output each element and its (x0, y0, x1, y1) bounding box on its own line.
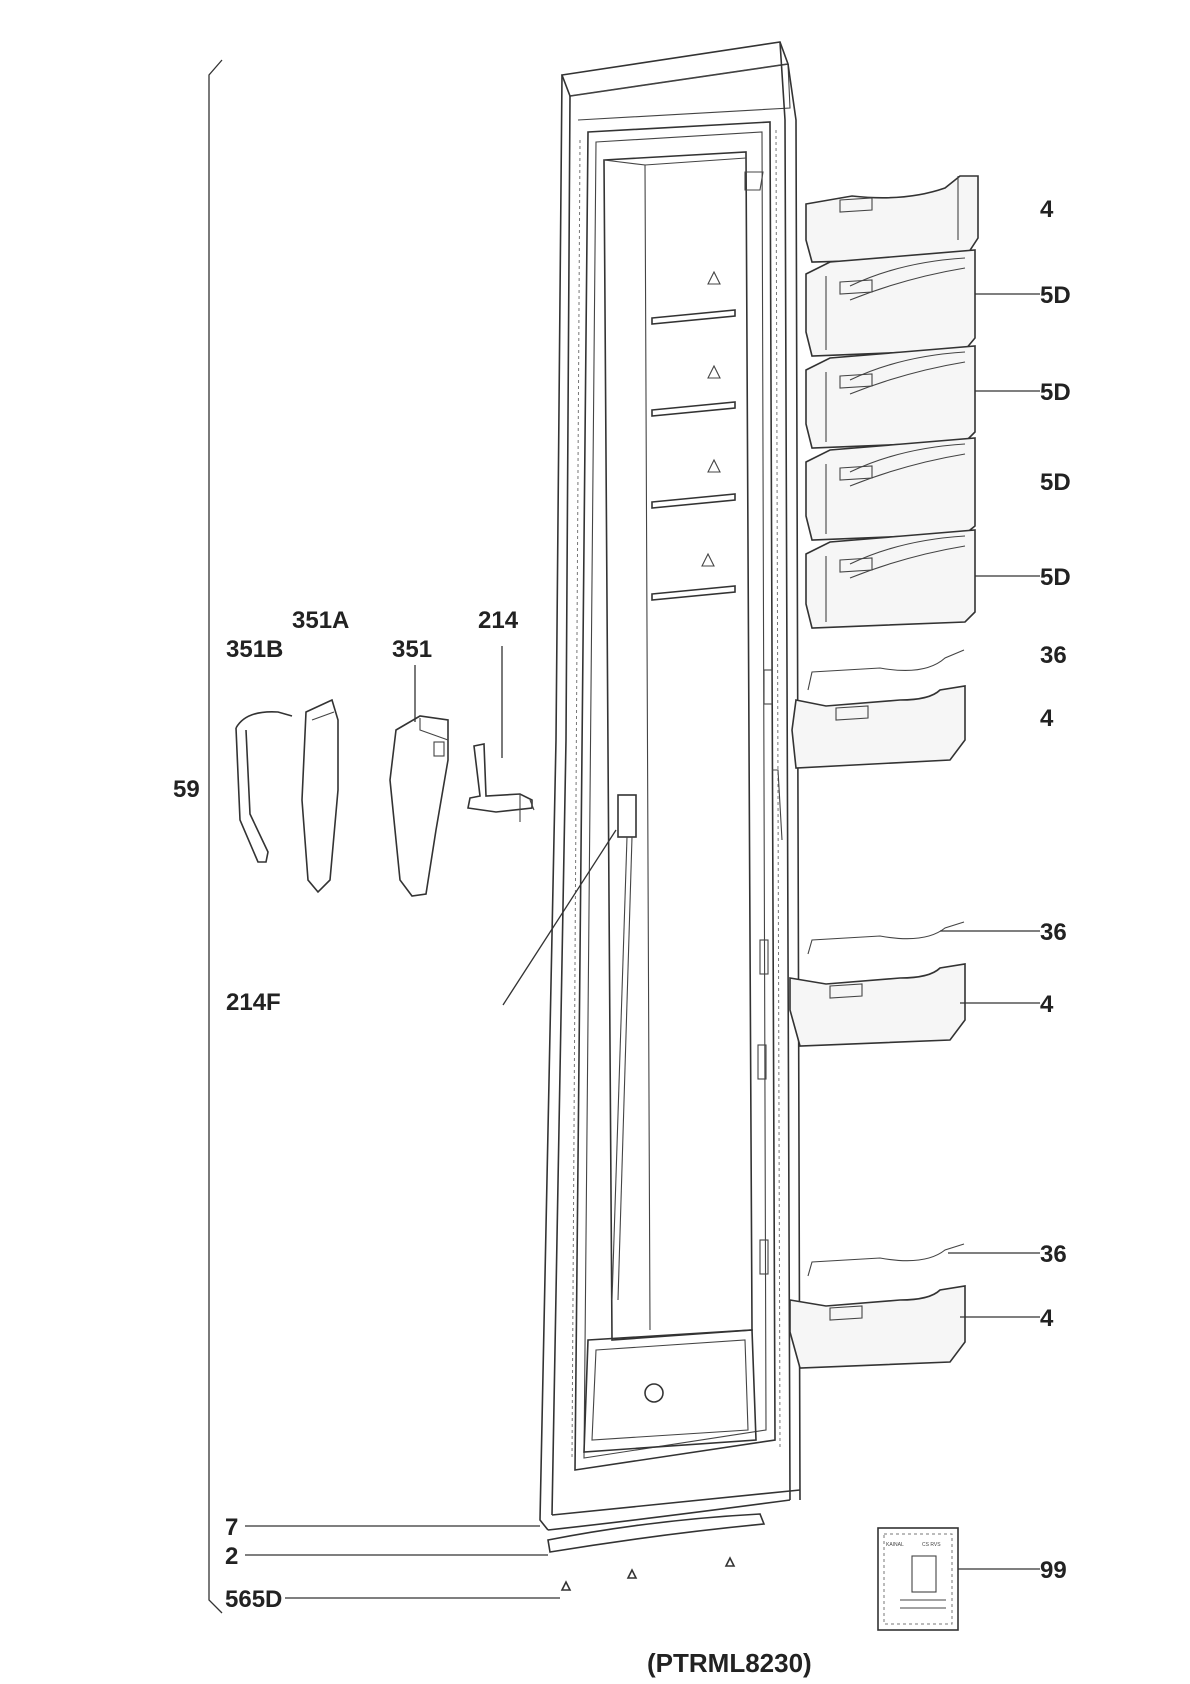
bin-5d-4 (805, 529, 976, 629)
bin-36-4-b (789, 921, 966, 1047)
handle-cover-351b (235, 711, 293, 863)
bin-36-4-c (789, 1243, 966, 1369)
label-565d: 565D (225, 1586, 282, 1613)
label-36-1: 36 (1040, 642, 1067, 669)
bin-5d-3 (805, 437, 976, 541)
label-4-top: 4 (1040, 196, 1054, 223)
screws-565d (560, 1556, 736, 1591)
door-frame (539, 41, 801, 1531)
door-shelf-rails (651, 270, 736, 601)
label-7: 7 (225, 1514, 238, 1541)
label-5d-1: 5D (1040, 282, 1071, 309)
handle-351a (301, 698, 339, 894)
label-sheet-text-left: KAINAL (886, 1542, 904, 1548)
label-2: 2 (225, 1543, 238, 1570)
bottom-trim-2 (547, 1513, 766, 1553)
label-5d-4: 5D (1040, 564, 1071, 591)
model-code: (PTRML8230) (647, 1648, 812, 1678)
door-side-slots (757, 669, 783, 1275)
label-sheet-text-right: CS RVS (922, 1542, 941, 1548)
label-36-2: 36 (1040, 919, 1067, 946)
label-4-2: 4 (1040, 705, 1054, 732)
bin-36-4-a (791, 649, 966, 769)
label-214f: 214F (226, 989, 281, 1016)
label-4-4: 4 (1040, 1305, 1054, 1332)
label-351b: 351B (226, 636, 283, 663)
label-sheet-99: KAINAL CS RVS (877, 1527, 959, 1631)
label-351: 351 (392, 636, 432, 663)
bin-5d-2 (805, 345, 976, 449)
bin-4-top (805, 175, 979, 263)
handle-351 (389, 715, 449, 897)
label-351a: 351A (292, 607, 349, 634)
leader-lines (245, 293, 1040, 1599)
label-36-3: 36 (1040, 1241, 1067, 1268)
label-99: 99 (1040, 1557, 1067, 1584)
assembly-bracket-59 (208, 59, 223, 1614)
bin-5d-1 (805, 249, 976, 357)
label-4-3: 4 (1040, 991, 1054, 1018)
label-5d-2: 5D (1040, 379, 1071, 406)
label-214: 214 (478, 607, 519, 634)
label-59: 59 (173, 776, 200, 803)
hinge-bracket-214 (467, 743, 535, 822)
label-5d-3: 5D (1040, 469, 1071, 496)
